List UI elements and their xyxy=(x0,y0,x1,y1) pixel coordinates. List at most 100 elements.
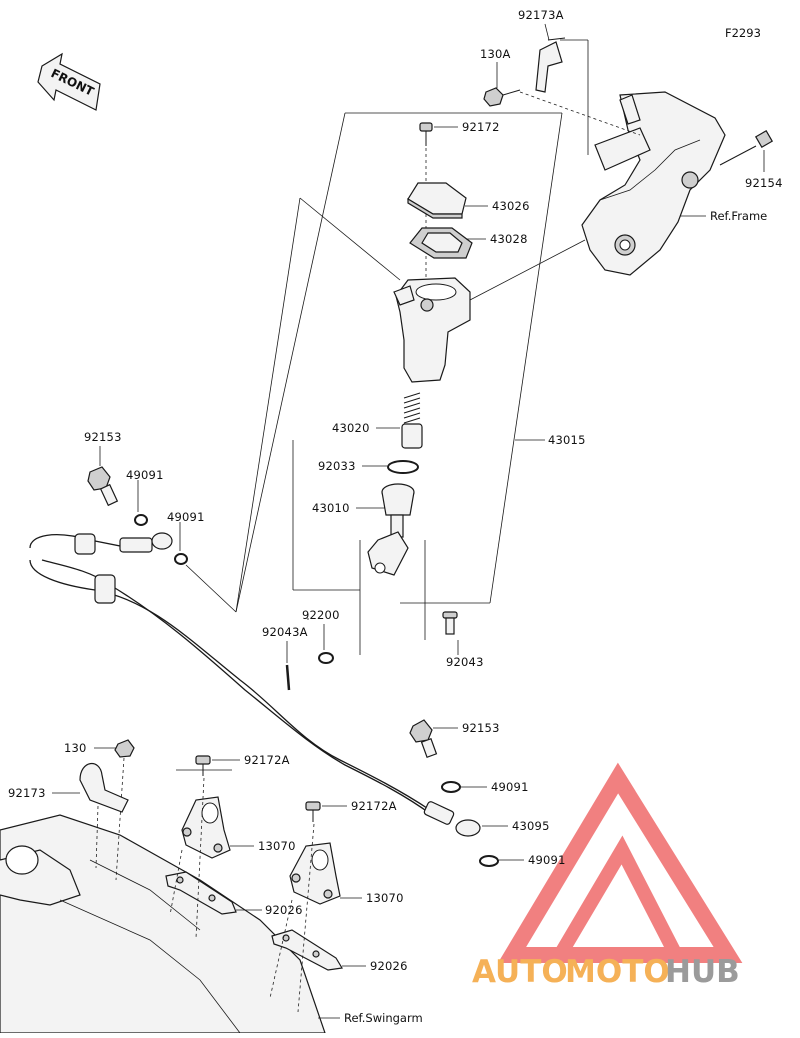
dash-92172A-b xyxy=(297,823,315,1013)
pushrod-43010 xyxy=(367,483,415,576)
body-main xyxy=(395,277,471,383)
guide-13070-a-hole xyxy=(201,802,219,824)
label-92043A: 92043A xyxy=(262,625,308,639)
plate-92026-a-hole2 xyxy=(208,894,216,902)
swingarm-pivot-hole xyxy=(5,845,39,875)
guide-13070-b xyxy=(289,842,341,905)
screw-92172A-a xyxy=(195,755,211,776)
hose-grommet-2 xyxy=(94,574,116,604)
label-92173A: 92173A xyxy=(518,8,564,22)
bolt-130A-head xyxy=(483,87,504,107)
frame-bracket-edge xyxy=(599,139,701,201)
box-diag-left xyxy=(299,197,401,281)
guide-13070-b-hole xyxy=(311,849,329,871)
label-92026-b: 92026 xyxy=(370,959,408,973)
clamp-92173A-shape xyxy=(535,41,563,93)
frame-boss-hole xyxy=(619,239,631,251)
bolt-130 xyxy=(114,739,135,758)
line-washer-to-box xyxy=(185,564,237,613)
hose-main-lower xyxy=(29,559,431,811)
guide-13070-a-mount2 xyxy=(213,843,223,853)
screw-92172-head xyxy=(419,122,433,132)
label-43095: 43095 xyxy=(512,819,550,833)
part-92173A xyxy=(535,37,566,93)
banjo-bolt-bottom-shank xyxy=(420,738,438,758)
cap-43026-shape xyxy=(407,182,467,215)
body-tab xyxy=(393,285,415,306)
hose-grommet-1 xyxy=(74,533,96,555)
washer-49091-b xyxy=(174,553,188,565)
front-arrow-shape xyxy=(37,52,101,111)
assembly-43015-outline xyxy=(235,112,563,655)
box-diag-down xyxy=(235,197,301,613)
label-92153-top: 92153 xyxy=(84,430,122,444)
diaphragm-43028-inner xyxy=(421,232,463,253)
banjo-bolt-top-shank xyxy=(99,483,119,507)
swingarm-edge xyxy=(59,899,241,1034)
plate-92026-b-shape xyxy=(271,929,343,971)
box-left-upper xyxy=(235,112,346,613)
label-92172A-b: 92172A xyxy=(351,799,397,813)
washer-49091-a xyxy=(134,514,148,526)
hose-banjo-top xyxy=(151,532,173,550)
plate-92026-a-hole1 xyxy=(176,876,184,884)
dash-130 xyxy=(115,757,125,881)
master-cylinder-body xyxy=(393,239,586,383)
pin-92043-shank xyxy=(445,617,455,635)
label-92200: 92200 xyxy=(302,608,340,622)
guide-13070-a xyxy=(181,796,231,859)
watermark-text-hub: HUB xyxy=(665,954,740,990)
label-92153-bottom: 92153 xyxy=(462,721,500,735)
bolt-130A xyxy=(483,87,521,107)
box-right xyxy=(489,112,563,604)
dash-13070-a xyxy=(169,849,183,916)
label-43026: 43026 xyxy=(492,199,530,213)
body-mount-hole xyxy=(420,298,434,312)
label-49091-d: 49091 xyxy=(528,853,566,867)
ref-swingarm: Ref.Swingarm xyxy=(344,1011,423,1025)
swingarm-inner-edge xyxy=(89,859,201,931)
label-43028: 43028 xyxy=(490,232,528,246)
washer-49091-c xyxy=(441,781,461,793)
clamp-92173A-hook xyxy=(547,37,566,41)
bolt-92154-head xyxy=(754,129,774,149)
diaphragm-43028 xyxy=(409,227,473,259)
watermark-triangle-inner xyxy=(547,835,688,962)
frame-stud xyxy=(681,171,699,189)
label-13070-b: 13070 xyxy=(366,891,404,905)
pushrod-43010-boot xyxy=(381,491,415,516)
hose-banjo-bottom xyxy=(455,819,481,837)
pin-92043-head xyxy=(442,611,458,619)
ref-frame: Ref.Frame xyxy=(710,209,767,223)
screw-92172A-b-head xyxy=(305,801,321,811)
label-49091-c: 49091 xyxy=(491,780,529,794)
plate-92026-b-hole1 xyxy=(282,934,290,942)
pushrod-43010-clevis-hole xyxy=(374,562,386,574)
label-43010: 43010 xyxy=(312,501,350,515)
label-92173: 92173 xyxy=(8,786,46,800)
label-130A: 130A xyxy=(480,47,511,61)
body-reservoir-opening xyxy=(415,283,457,301)
label-92172A-a: 92172A xyxy=(244,753,290,767)
spring-43020-piston xyxy=(401,423,423,449)
guide-13070-b-mount1 xyxy=(291,873,301,883)
banjo-bolt-bottom-head xyxy=(409,719,433,743)
figure-code: F2293 xyxy=(725,26,761,40)
screw-92172A-b xyxy=(305,801,321,822)
label-43015: 43015 xyxy=(548,433,586,447)
watermark-text-auto: AUTO xyxy=(472,954,568,990)
washer-49091-d xyxy=(479,855,499,867)
pin-92043 xyxy=(442,611,458,635)
watermark-text-moto: MOTO xyxy=(565,954,670,990)
circlip-92033-ring xyxy=(387,460,419,474)
dash-13070-b xyxy=(269,899,293,999)
swingarm xyxy=(0,814,326,1034)
clamp-92173-shape xyxy=(79,763,129,813)
label-92026-a: 92026 xyxy=(265,903,303,917)
frame-bracket-body xyxy=(581,91,726,276)
dash-92173 xyxy=(95,805,99,869)
label-43020: 43020 xyxy=(332,421,370,435)
plate-92026-b xyxy=(271,929,343,971)
